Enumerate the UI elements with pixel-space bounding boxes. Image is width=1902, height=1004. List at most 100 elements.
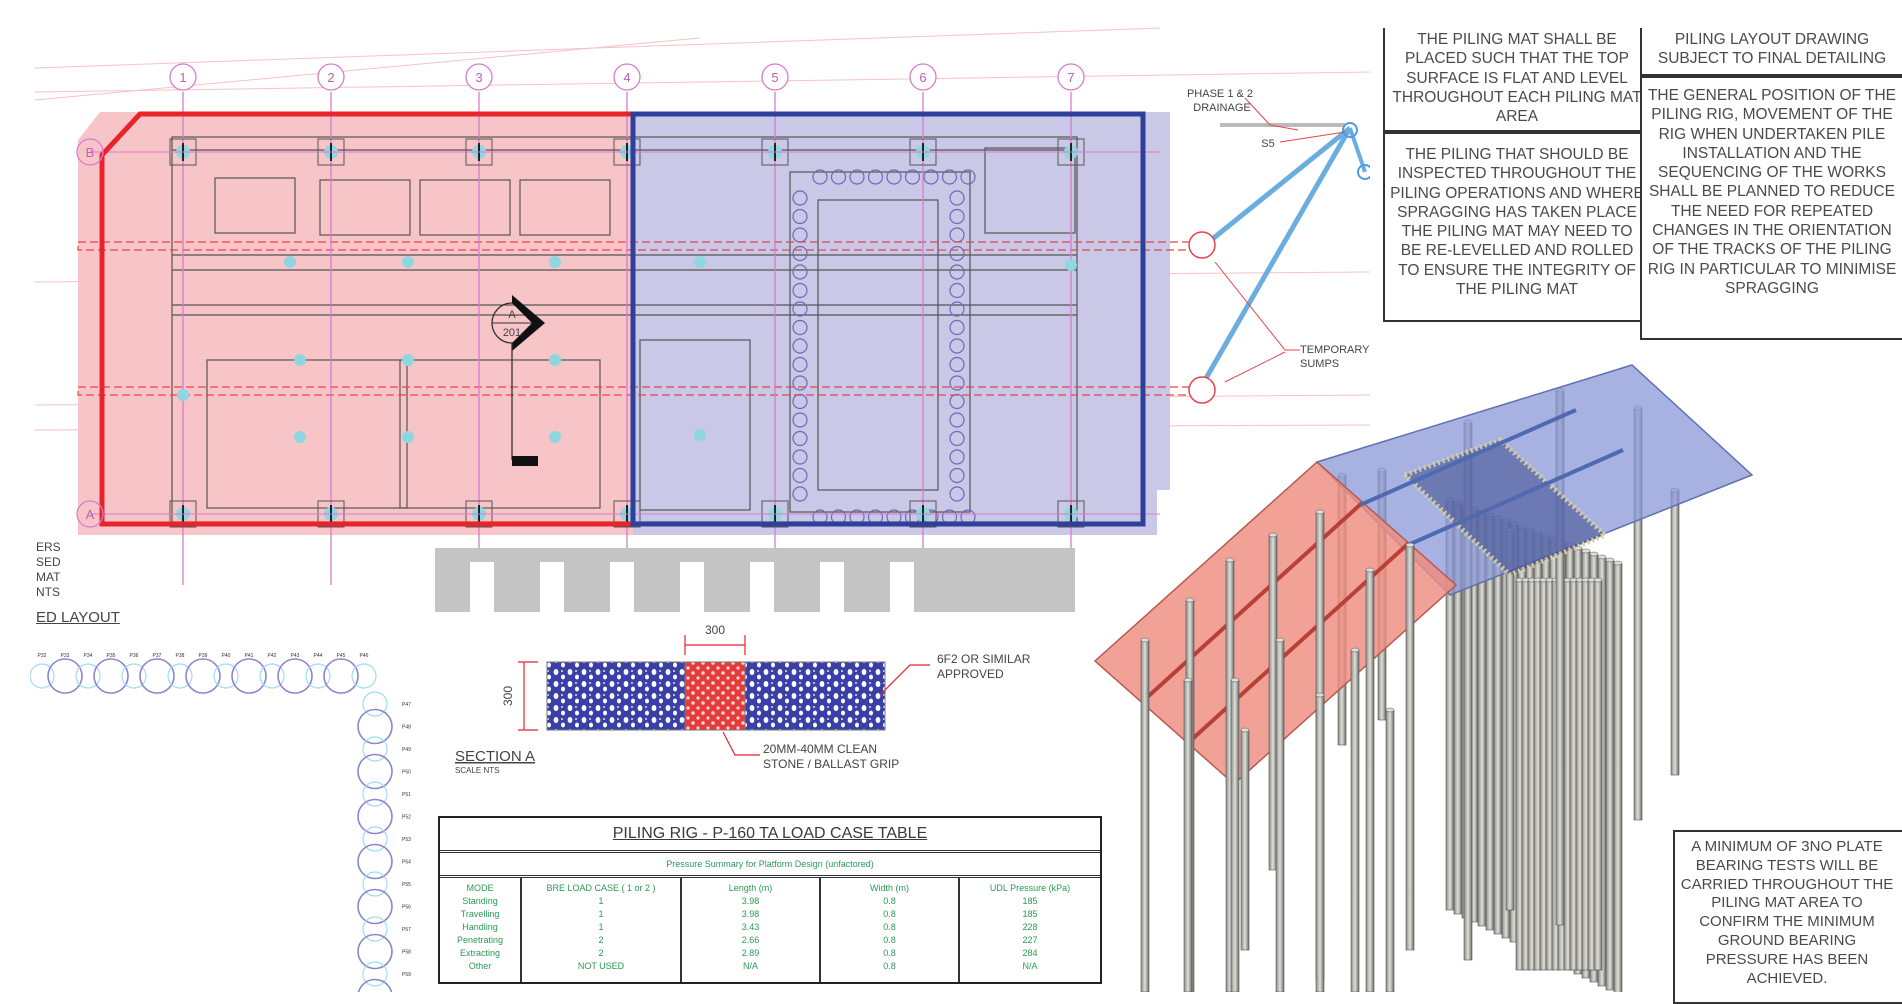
pile-label: P33 — [61, 653, 70, 659]
table-cell: 1 — [598, 922, 604, 932]
section-title: SECTION A — [455, 748, 535, 765]
pile-marker — [284, 256, 296, 268]
table-cell: 227 — [1022, 935, 1038, 945]
table-cell: 2.89 — [741, 948, 760, 958]
pile-label: P50 — [402, 770, 411, 776]
note-box-rig-position — [1640, 76, 1902, 340]
pile — [1140, 637, 1150, 992]
svg-text:3: 3 — [475, 70, 482, 85]
col-udl-pressure: UDL Pressure (kPa) 185 185 228 227 284 N… — [960, 878, 1100, 982]
pile-circle — [351, 663, 377, 689]
drainage-label-1: PHASE 1 & 2 — [1187, 88, 1253, 100]
pile-label: P53 — [402, 837, 411, 843]
width-dimension: 300 — [705, 623, 725, 637]
grid-bubble-4: 4 — [613, 63, 641, 91]
table-cell: Handling — [462, 922, 498, 932]
grid-row-B: B — [76, 138, 104, 166]
table-cell: 0.8 — [883, 961, 896, 971]
pile-circle — [357, 933, 393, 970]
grid-bubble-6: 6 — [909, 63, 937, 91]
pile-circle — [357, 708, 393, 745]
table-cell: N/A — [1022, 961, 1038, 971]
pile-marker — [549, 256, 561, 268]
svg-text:7: 7 — [1067, 70, 1074, 85]
table-cell: 0.8 — [883, 896, 896, 906]
pile-label: P54 — [402, 860, 411, 866]
height-dimension: 300 — [501, 686, 515, 706]
pile-marker — [694, 256, 706, 268]
pile — [1493, 515, 1503, 935]
svg-text:2: 2 — [327, 70, 334, 85]
table-cell: 2 — [598, 935, 604, 945]
ballast-grip-strip — [684, 661, 746, 731]
capping-layer-left — [546, 661, 686, 731]
pile-circle — [30, 663, 55, 689]
pile-circle — [362, 781, 388, 807]
section-a-detail: 300 300 6F2 OR SIMILAR APPROVED 20MM-40M… — [455, 623, 1031, 775]
table-cell: 1 — [598, 896, 604, 906]
pile-label: P36 — [130, 653, 139, 659]
pile-label: P56 — [402, 905, 411, 911]
pile-label: P41 — [245, 653, 254, 659]
note-box-mat-level — [1383, 28, 1653, 132]
pile-label: P43 — [291, 653, 300, 659]
pile-label: P47 — [402, 702, 411, 708]
table-title: PILING RIG - P-160 TA LOAD CASE TABLE — [440, 818, 1100, 853]
phase2-zone — [633, 112, 1170, 535]
table-cell: 284 — [1022, 948, 1038, 958]
layout-title: ED LAYOUT — [36, 609, 120, 626]
pile-label: P35 — [107, 653, 116, 659]
temporary-drainage-sumps: PHASE 1 & 2 DRAINAGE S5 TEMPORARY DRAINA… — [1187, 88, 1370, 404]
pile-marker — [694, 429, 706, 441]
pile-marker — [402, 256, 414, 268]
pile-circle — [75, 663, 101, 689]
pile — [1240, 727, 1250, 951]
pile — [1230, 677, 1240, 992]
table-cell: 2 — [598, 948, 604, 958]
svg-text:1: 1 — [179, 70, 186, 85]
isometric-piling-model — [1093, 364, 1754, 992]
pile — [1183, 677, 1193, 992]
adjacent-wall — [435, 548, 1075, 612]
grid-bubble-3: 3 — [465, 63, 493, 91]
svg-text:6: 6 — [919, 70, 926, 85]
pile-circle — [362, 736, 388, 762]
pile — [1365, 567, 1375, 992]
pile-marker — [402, 354, 414, 366]
sumps-label-2: SUMPS — [1300, 358, 1339, 370]
left-cut-labels: ERS SED MAT NTS — [36, 540, 61, 599]
pile-circle — [259, 663, 285, 689]
pile-label: P46 — [360, 653, 369, 659]
pile — [1505, 527, 1515, 911]
pile-label: P57 — [402, 927, 411, 933]
col-length: Length (m) 3.98 3.98 3.43 2.66 2.89 N/A — [682, 878, 821, 982]
pile-label: P52 — [402, 815, 411, 821]
label-6f2-2: APPROVED — [937, 667, 1004, 681]
pile-circle — [357, 753, 393, 790]
col-bre-load-case: BRE LOAD CASE ( 1 or 2 ) 1 1 1 2 2 NOT U… — [522, 878, 682, 982]
pile-label: P39 — [199, 653, 208, 659]
pile-label: P59 — [402, 972, 411, 978]
table-cell: 0.8 — [883, 935, 896, 945]
pile — [1670, 487, 1680, 776]
note-inspection: THE PILING THAT SHOULD BE INSPECTED THRO… — [1390, 146, 1644, 299]
pile-circle — [121, 663, 147, 689]
pile-marker — [402, 431, 414, 443]
sumps-label-1: TEMPORARY DRAINAGE — [1300, 344, 1370, 356]
table-cell: 0.8 — [883, 922, 896, 932]
pile-circle — [362, 826, 388, 852]
pile-label: P49 — [402, 747, 411, 753]
pile-label: P55 — [402, 882, 411, 888]
pile-circle — [185, 658, 221, 694]
pile-circle — [362, 961, 388, 987]
table-cell: Extracting — [459, 948, 501, 958]
pile-label: P45 — [337, 653, 346, 659]
note-box-plate-tests — [1673, 830, 1902, 1004]
pile-circle — [167, 663, 193, 689]
table-cell: Penetrating — [456, 935, 504, 945]
svg-text:B: B — [86, 145, 95, 160]
pile-label: P38 — [176, 653, 185, 659]
pile-circle — [357, 843, 393, 880]
grid-bubble-1: 1 — [169, 63, 197, 91]
